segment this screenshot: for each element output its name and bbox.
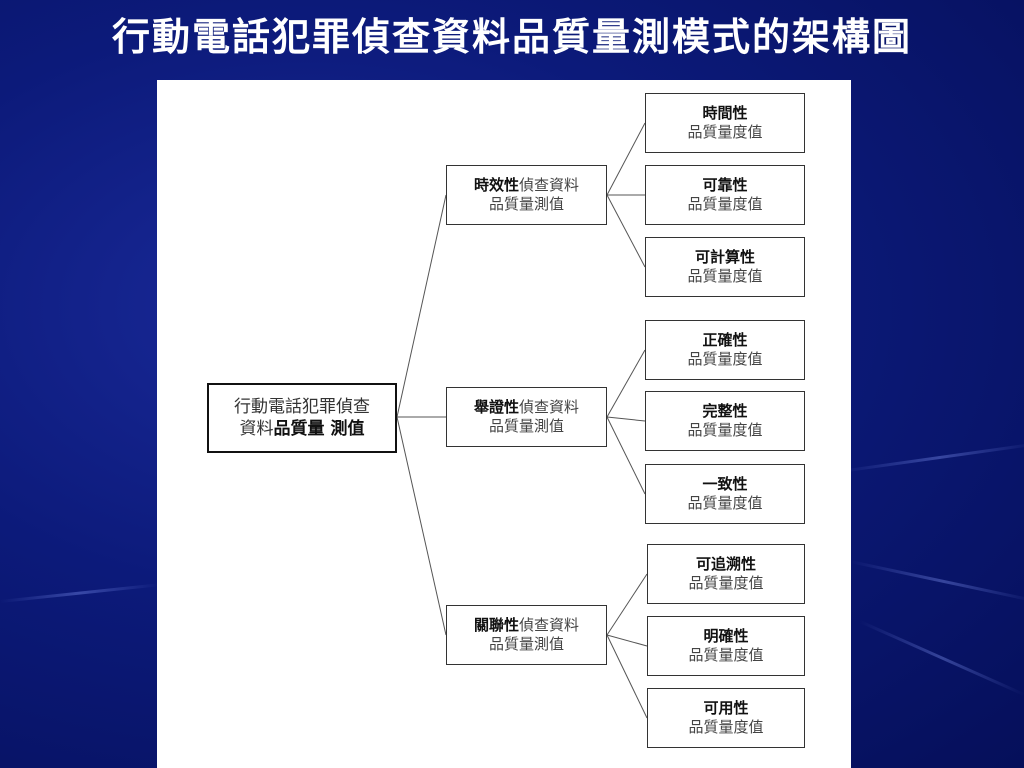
- connector-root-branch-3: [396, 416, 447, 636]
- leaf-node-name: 可用性: [703, 698, 749, 717]
- background-streak: [0, 583, 160, 603]
- leaf-node: 可靠性 品質量度值: [645, 165, 805, 225]
- leaf-node-sub: 品質量度值: [687, 350, 763, 368]
- leaf-node: 可計算性 品質量度值: [645, 237, 805, 297]
- branch-node-relevance: 關聯性偵查資料 品質量測值: [446, 605, 607, 665]
- leaf-node-sub: 品質量度值: [687, 421, 763, 439]
- leaf-node: 完整性 品質量度值: [645, 391, 805, 451]
- branch-node-name: 關聯性: [473, 615, 519, 634]
- background-streak: [859, 620, 1024, 697]
- slide-title: 行動電話犯罪偵查資料品質量測模式的架構圖: [111, 14, 912, 59]
- connector-branch-1-leaf-1: [606, 122, 646, 196]
- leaf-node: 可用性 品質量度值: [647, 688, 805, 748]
- leaf-node-sub: 品質量度值: [687, 494, 763, 512]
- connector-root-branch-1: [396, 194, 447, 418]
- diagram-panel: 行動電話犯罪偵查 資料品質量 測值 時效性偵查資料 品質量測值 舉證性偵查資料 …: [157, 80, 851, 768]
- leaf-node-sub: 品質量度值: [687, 195, 763, 213]
- branch-node-name-rest: 偵查資料: [519, 397, 580, 416]
- leaf-node-name: 時間性: [702, 103, 748, 122]
- root-node-line2-strong: 品質量 測值: [273, 419, 365, 439]
- connector-branch-2-leaf-2: [606, 416, 646, 422]
- leaf-node-sub: 品質量度值: [688, 646, 764, 664]
- leaf-node-sub: 品質量度值: [687, 267, 763, 285]
- branch-node-line1: 舉證性偵查資料: [474, 398, 579, 418]
- branch-node-name: 舉證性: [473, 397, 519, 416]
- root-node-line1: 行動電話犯罪偵查: [234, 396, 370, 417]
- branch-node-evidentiality: 舉證性偵查資料 品質量測值: [446, 387, 607, 447]
- leaf-node-sub: 品質量度值: [688, 574, 764, 592]
- leaf-node-name: 正確性: [702, 330, 748, 349]
- leaf-node: 明確性 品質量度值: [647, 616, 805, 676]
- branch-node-timeliness: 時效性偵查資料 品質量測值: [446, 165, 607, 225]
- connector-branch-1-leaf-3: [606, 194, 646, 268]
- root-node-line2-prefix: 資料: [239, 419, 274, 439]
- branch-node-line2: 品質量測值: [488, 635, 564, 653]
- leaf-node-sub: 品質量度值: [687, 123, 763, 141]
- connector-branch-2-leaf-1: [606, 349, 646, 418]
- connector-branch-3-leaf-2: [606, 634, 648, 647]
- leaf-node-name: 完整性: [702, 401, 748, 420]
- branch-node-line2: 品質量測值: [488, 417, 564, 435]
- branch-node-name-rest: 偵查資料: [519, 175, 580, 194]
- branch-node-line1: 關聯性偵查資料: [474, 616, 579, 636]
- root-node-line2: 資料品質量 測值: [240, 418, 365, 440]
- leaf-node-name: 明確性: [703, 626, 749, 645]
- connector-branch-2-leaf-3: [606, 416, 646, 495]
- leaf-node-name: 可追溯性: [695, 554, 756, 573]
- leaf-node: 一致性 品質量度值: [645, 464, 805, 524]
- connector-branch-3-leaf-1: [606, 573, 648, 636]
- root-node: 行動電話犯罪偵查 資料品質量 測值: [207, 383, 397, 453]
- background-streak: [839, 442, 1024, 473]
- connector-branch-3-leaf-3: [606, 634, 648, 719]
- leaf-node: 時間性 品質量度值: [645, 93, 805, 153]
- background-streak: [849, 560, 1024, 603]
- branch-node-line2: 品質量測值: [488, 195, 564, 213]
- branch-node-name: 時效性: [473, 175, 519, 194]
- leaf-node: 可追溯性 品質量度值: [647, 544, 805, 604]
- leaf-node: 正確性 品質量度值: [645, 320, 805, 380]
- leaf-node-name: 可計算性: [694, 247, 755, 266]
- leaf-node-name: 一致性: [702, 474, 748, 493]
- connector-lines: [396, 122, 648, 719]
- branch-node-name-rest: 偵查資料: [519, 615, 580, 634]
- leaf-node-name: 可靠性: [702, 175, 748, 194]
- branch-node-line1: 時效性偵查資料: [474, 176, 579, 196]
- leaf-node-sub: 品質量度值: [688, 718, 764, 736]
